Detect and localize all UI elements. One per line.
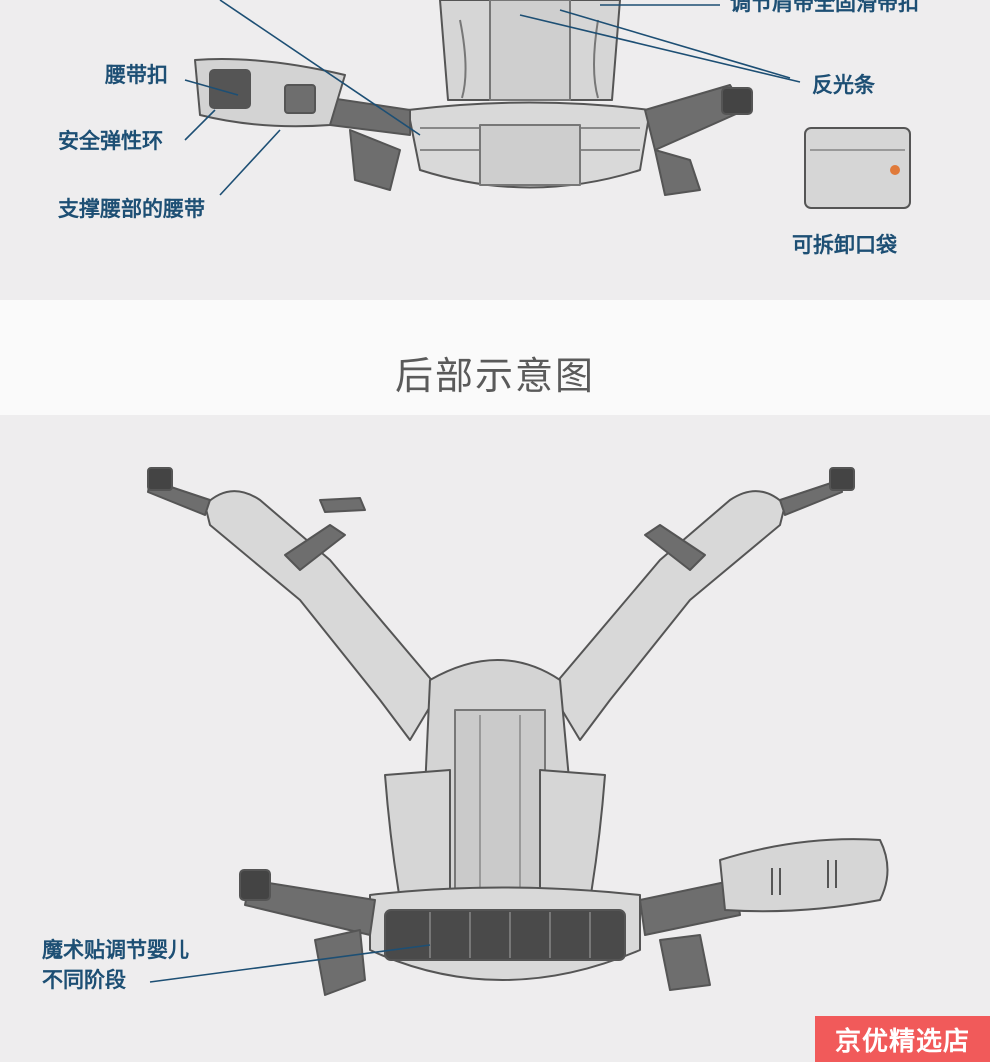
label-detachable-pocket: 可拆卸口袋: [792, 233, 897, 257]
label-shoulder-slider: 调节肩带全固滑带扣: [730, 0, 919, 15]
label-velcro-adjust-line2: 不同阶段: [42, 968, 126, 992]
back-carrier: [147, 467, 889, 996]
front-carrier: [194, 0, 911, 209]
label-safety-elastic-loop: 安全弹性环: [58, 129, 163, 153]
label-lumbar-support-belt: 支撑腰部的腰带: [58, 197, 205, 221]
label-waist-buckle: 腰带扣: [105, 63, 168, 87]
label-reflective-strip: 反光条: [812, 73, 875, 97]
section-divider: [0, 300, 990, 415]
back-callout-line: [149, 944, 431, 983]
section-title: 后部示意图: [394, 354, 595, 398]
label-velcro-adjust-line1: 魔术贴调节婴儿: [42, 938, 189, 962]
front-callout-lines: [184, 0, 801, 196]
store-badge[interactable]: 京优精选店: [815, 1016, 990, 1062]
